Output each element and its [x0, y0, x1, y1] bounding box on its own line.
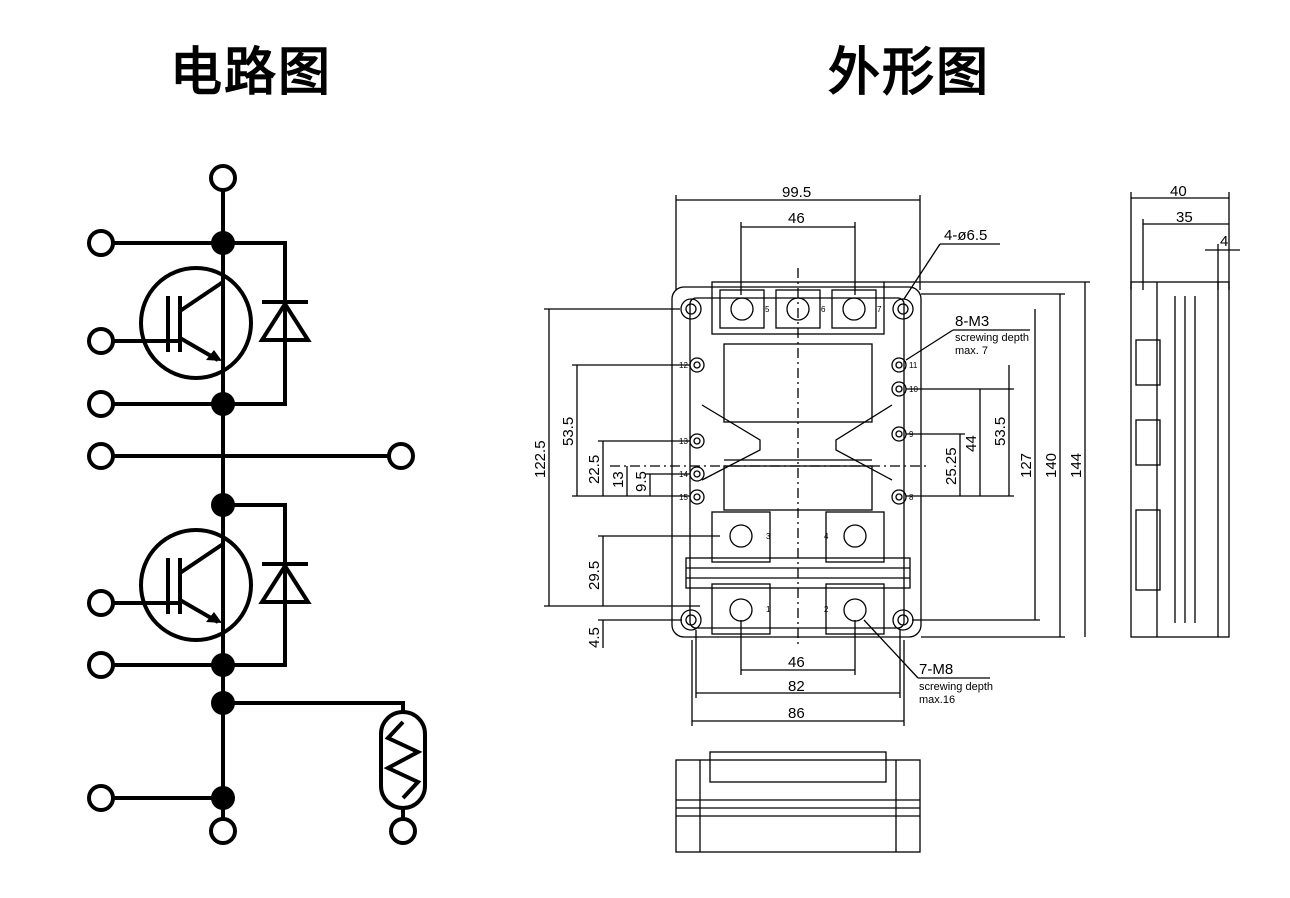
pin-9: 9 [909, 430, 914, 439]
outline-title: 外形图 [828, 43, 991, 103]
dim-144: 144 [1068, 453, 1085, 478]
pin-15: 15 [679, 493, 688, 502]
dim-side-40: 40 [1170, 183, 1187, 200]
dim-m8-depth: screwing depth [919, 681, 993, 693]
dim-bottom-pitch: 46 [788, 654, 805, 671]
junction-dots [211, 231, 235, 810]
dim-4-5: 4.5 [586, 627, 603, 648]
dim-122: 122.5 [532, 440, 549, 478]
pin-13: 13 [679, 437, 688, 446]
dim-13: 13 [610, 471, 627, 488]
dim-44: 44 [963, 435, 980, 452]
dim-bottom-86: 86 [788, 705, 805, 722]
dim-m8: 7-M8 [919, 661, 953, 678]
pin-2: 2 [824, 605, 829, 614]
dim-side-35: 35 [1176, 209, 1193, 226]
dim-9: 9.5 [633, 471, 650, 492]
circuit-title: 电路图 [170, 43, 333, 103]
pin-7: 7 [877, 305, 882, 314]
dim-25: 25.25 [943, 447, 960, 485]
circuit-wires [112, 164, 427, 820]
pin-11: 11 [909, 361, 918, 370]
pin-12: 12 [679, 361, 688, 370]
pin-5: 5 [765, 305, 770, 314]
pin-4: 4 [824, 532, 829, 541]
dimension-labels: 99.5 46 4-ø6.5 8-M3 screwing depth max. … [532, 183, 1228, 722]
dim-side-4: 4 [1220, 233, 1228, 250]
dim-22: 22.5 [586, 455, 603, 484]
pin-3: 3 [766, 532, 771, 541]
dim-140: 140 [1043, 453, 1060, 478]
dim-mount-holes: 4-ø6.5 [944, 227, 987, 244]
pin-6: 6 [821, 305, 826, 314]
dim-bottom-82: 82 [788, 678, 805, 695]
dim-m3: 8-M3 [955, 313, 989, 330]
dim-terminal-pitch: 46 [788, 210, 805, 227]
pin-1: 1 [766, 605, 771, 614]
pin-10: 10 [909, 385, 918, 394]
pin-8: 8 [909, 493, 914, 502]
dim-29: 29.5 [586, 561, 603, 590]
dim-127: 127 [1018, 453, 1035, 478]
dim-m3-max: max. 7 [955, 345, 988, 357]
dim-m3-depth: screwing depth [955, 332, 1029, 344]
pin-14: 14 [679, 470, 688, 479]
dim-m8-max: max.16 [919, 694, 955, 706]
outline-drawing [544, 192, 1240, 853]
dim-top-width: 99.5 [782, 184, 811, 201]
pin-labels: 5 6 7 12 11 10 13 9 14 15 8 3 4 1 2 [679, 305, 918, 614]
terminal-circles [87, 229, 417, 845]
dim-53-left: 53.5 [560, 417, 577, 446]
dim-53-right: 53.5 [992, 417, 1009, 446]
